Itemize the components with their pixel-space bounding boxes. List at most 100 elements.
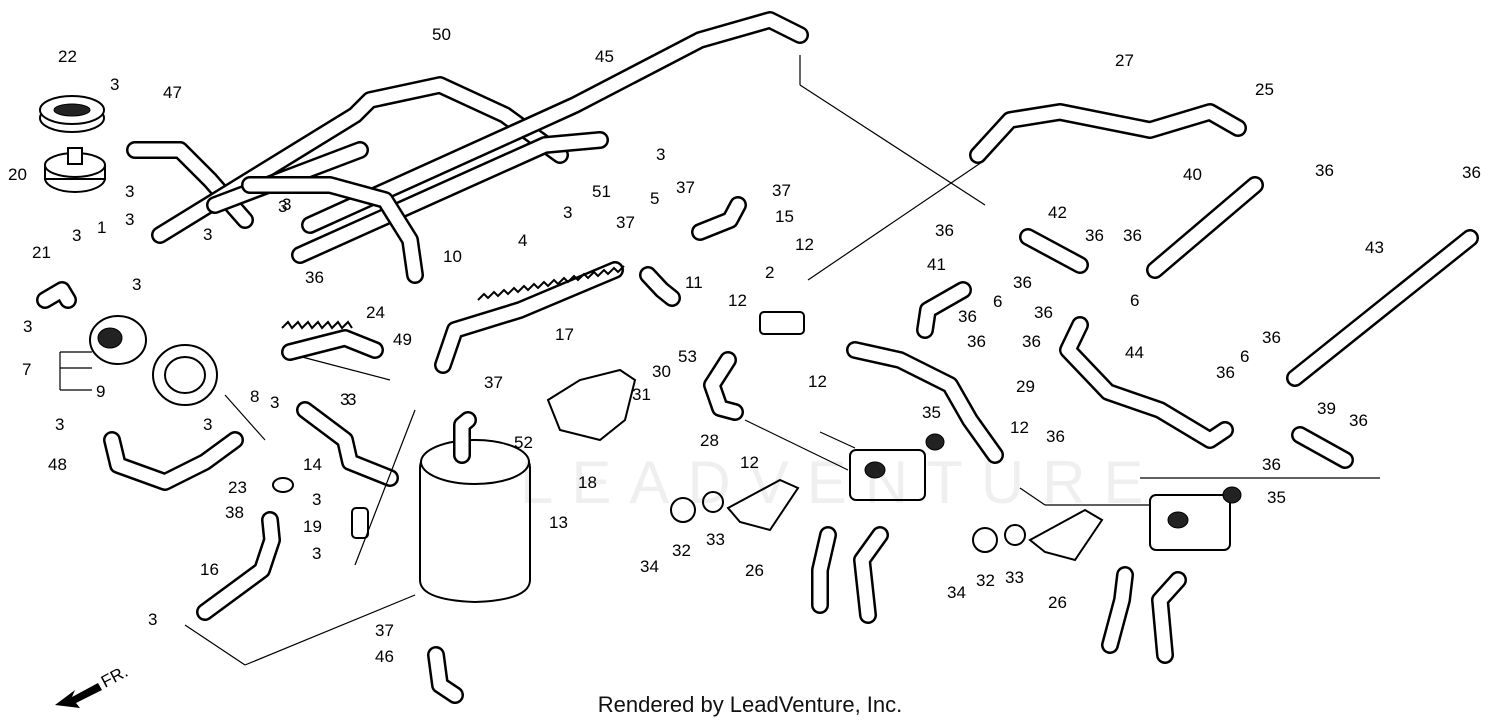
- callout: 22: [58, 47, 77, 66]
- callout: 3: [270, 393, 279, 412]
- callout: 36: [958, 307, 977, 326]
- callout: 36: [1462, 163, 1481, 182]
- callout: 37: [616, 213, 635, 232]
- callout: 44: [1125, 343, 1144, 362]
- callout: 27: [1115, 51, 1134, 70]
- callout: 29: [1016, 377, 1035, 396]
- callout: 53: [678, 347, 697, 366]
- callout: 36: [1315, 161, 1334, 180]
- callout: 21: [32, 243, 51, 262]
- callout: 36: [1085, 226, 1104, 245]
- callout: 25: [1255, 80, 1274, 99]
- callout: 12: [728, 291, 747, 310]
- callout: 36: [1123, 226, 1142, 245]
- callout: 45: [595, 47, 614, 66]
- callout: 36: [1022, 332, 1041, 351]
- callout: 47: [163, 83, 182, 102]
- callout: 4: [518, 231, 527, 250]
- callout: 12: [1010, 418, 1029, 437]
- callout: 3: [110, 75, 119, 94]
- callout: 3: [125, 210, 134, 229]
- callout: 40: [1183, 165, 1202, 184]
- callout: 12: [808, 372, 827, 391]
- callout: 3: [132, 275, 141, 294]
- callout: 3: [203, 415, 212, 434]
- leader-lines: [59, 55, 1380, 666]
- callout: 3: [278, 197, 287, 216]
- callout: 36: [1262, 455, 1281, 474]
- springs: [281, 265, 625, 330]
- callout: 6: [993, 292, 1002, 311]
- callout: 5: [650, 189, 659, 208]
- callout: 26: [1048, 593, 1067, 612]
- callout: 34: [640, 557, 659, 576]
- callout: 12: [740, 453, 759, 472]
- callout-labels: 22 3 47 50 45 27 25 20 3 3 1 3 3 21 3 7 …: [8, 25, 1481, 666]
- callout: 3: [347, 390, 356, 409]
- callout: 36: [1046, 427, 1065, 446]
- callout: 16: [200, 560, 219, 579]
- callout: 3: [125, 182, 134, 201]
- watermark: LEADVENTURE: [520, 449, 1162, 516]
- callout: 7: [22, 360, 31, 379]
- callout: 36: [1034, 303, 1053, 322]
- callout: 3: [312, 490, 321, 509]
- components: [39, 95, 1242, 604]
- callout: 3: [55, 415, 64, 434]
- callout: 18: [578, 473, 597, 492]
- callout: 3: [148, 610, 157, 629]
- callout: 50: [432, 25, 451, 44]
- callout: 30: [652, 362, 671, 381]
- callout: 23: [228, 478, 247, 497]
- render-credit: Rendered by LeadVenture, Inc.: [597, 692, 903, 717]
- callout: 24: [366, 303, 385, 322]
- callout: 43: [1365, 238, 1384, 257]
- callout: 37: [676, 178, 695, 197]
- hoses: [36, 11, 1479, 704]
- callout: 52: [514, 433, 533, 452]
- callout: 49: [393, 330, 412, 349]
- callout: 3: [23, 317, 32, 336]
- callout: 6: [1240, 347, 1249, 366]
- callout: 35: [1267, 488, 1286, 507]
- callout: 33: [706, 530, 725, 549]
- callout: 46: [375, 647, 394, 666]
- callout: 35: [922, 403, 941, 422]
- callout: 41: [927, 255, 946, 274]
- callout: 19: [303, 517, 322, 536]
- callout: 3: [656, 145, 665, 164]
- callout: 42: [1048, 203, 1067, 222]
- callout: 9: [96, 382, 105, 401]
- callout: 32: [672, 541, 691, 560]
- callout: 13: [549, 513, 568, 532]
- callout: 3: [203, 225, 212, 244]
- callout: 34: [947, 583, 966, 602]
- callout: 37: [484, 373, 503, 392]
- callout: 36: [1349, 411, 1368, 430]
- callout: 36: [305, 268, 324, 287]
- callout: 31: [632, 385, 651, 404]
- callout: 8: [250, 387, 259, 406]
- callout: 6: [1130, 291, 1139, 310]
- callout: 36: [935, 221, 954, 240]
- front-marker: FR.: [98, 662, 131, 692]
- callout: 26: [745, 561, 764, 580]
- callout: 3: [340, 390, 349, 409]
- callout: 36: [1262, 328, 1281, 347]
- callout: 11: [685, 273, 703, 292]
- callout: 37: [375, 621, 394, 640]
- callout: 17: [555, 325, 574, 344]
- callout: 39: [1317, 399, 1336, 418]
- callout: 32: [976, 571, 995, 590]
- callout: 1: [97, 218, 106, 237]
- callout: 3: [312, 544, 321, 563]
- callout: 28: [700, 431, 719, 450]
- callout: 36: [1216, 363, 1235, 382]
- callout: 36: [1013, 273, 1032, 292]
- callout: 3: [563, 203, 572, 222]
- callout: 33: [1005, 568, 1024, 587]
- callout: 20: [8, 165, 27, 184]
- callout: 48: [48, 455, 67, 474]
- callout: 38: [225, 503, 244, 522]
